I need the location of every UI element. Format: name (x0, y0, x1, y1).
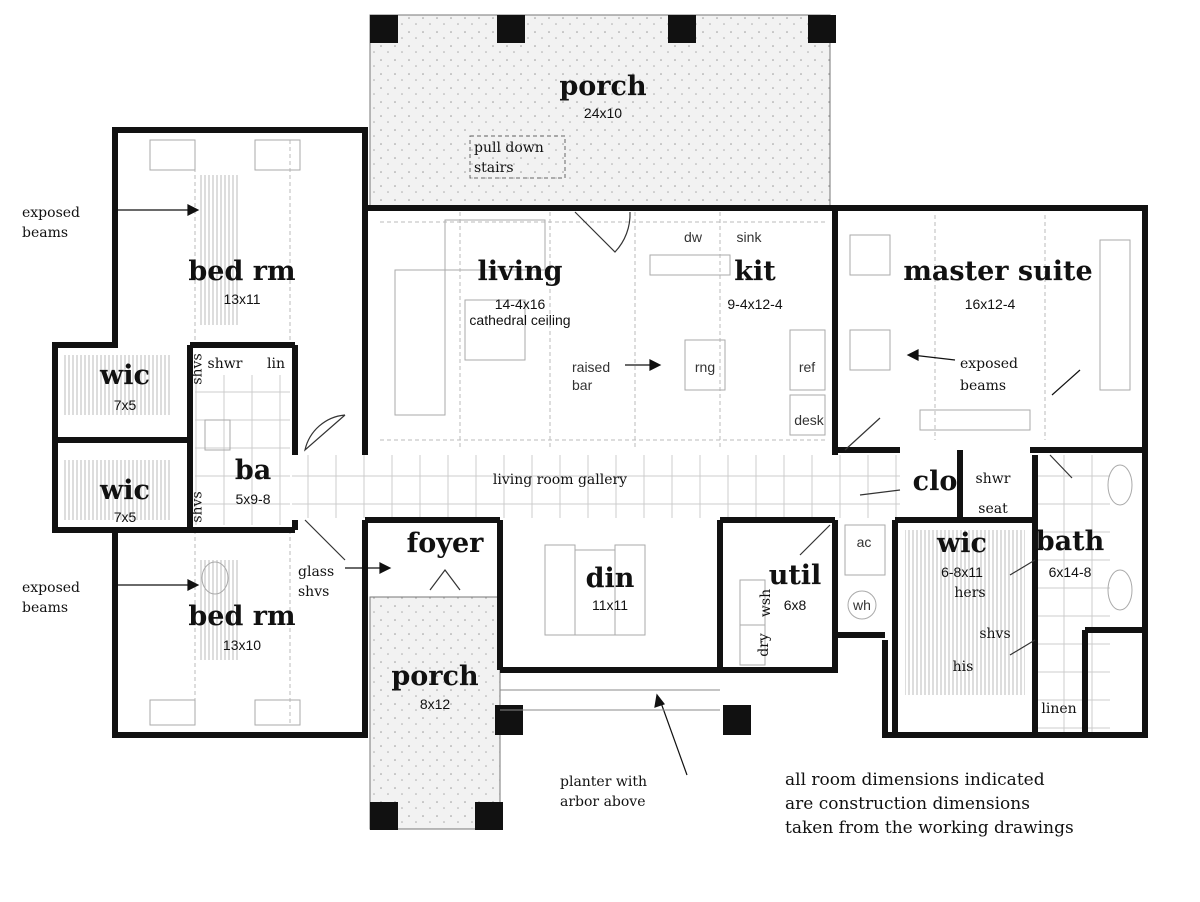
kitchen-label: kit (734, 256, 776, 287)
bed-room-top-dim: 13x11 (223, 291, 261, 307)
bath-label: bath (1035, 526, 1105, 557)
porch-bottom-label: porch (391, 661, 479, 692)
ba-linen-label: lin (267, 356, 285, 372)
bed-room-top-label: bed rm (188, 256, 296, 287)
pull-down-stairs-label: pull down stairs (474, 140, 544, 176)
dryer-label: dry (755, 633, 772, 657)
footnote-line: all room dimensions indicated (785, 770, 1045, 790)
living-note: cathedral ceiling (469, 312, 571, 328)
living-dim: 14-4x16 (494, 296, 546, 312)
dining-label: din (585, 563, 635, 594)
exposed-beams-label-bottom: exposed beams (22, 580, 81, 616)
bath-dim: 6x14-8 (1048, 564, 1092, 580)
refrigerator-label: ref (798, 359, 816, 375)
wic-top-shelves-label: shvs (189, 353, 206, 385)
range-label: rng (694, 359, 716, 375)
washer-label: wsh (758, 588, 775, 618)
utility-dim: 6x8 (783, 597, 807, 613)
porch-top (369, 14, 831, 209)
porch-top-label: porch (559, 71, 647, 102)
hers-label: hers (954, 585, 986, 601)
shower-seat-label: seat (978, 501, 1008, 517)
bath-floor (1035, 455, 1110, 735)
dimension-footnote: all room dimensions indicated are constr… (785, 768, 1074, 840)
porch-bottom (369, 596, 501, 830)
master-suite-label: master suite (903, 256, 1093, 287)
raised-bar-label: raised bar (572, 359, 611, 393)
dining-dim: 11x11 (591, 597, 629, 613)
bath-small-label: ba (234, 455, 272, 486)
wic-top-label: wic (100, 360, 150, 391)
sink-label: sink (736, 229, 762, 245)
footnote-line: taken from the working drawings (785, 818, 1074, 838)
foyer-label: foyer (406, 528, 484, 559)
kitchen-dim: 9-4x12-4 (727, 296, 783, 312)
walls (52, 127, 1148, 738)
master-exposed-beams-label: exposed beams (960, 356, 1019, 394)
dishwasher-label: dw (684, 229, 702, 245)
water-heater-label: wh (853, 597, 871, 613)
footnote-line: are construction dimensions (785, 794, 1030, 814)
planter-label: planter with arbor above (560, 774, 647, 810)
master-wic-shelves-label: shvs (979, 626, 1011, 642)
his-label: his (952, 659, 974, 675)
wic-bottom-shelves-label: shvs (189, 491, 206, 523)
desk-label: desk (794, 412, 824, 428)
linen-label: linen (1041, 701, 1077, 717)
master-wic-dim: 6-8x11 (941, 564, 983, 580)
pull-down-stairs-outline (469, 135, 566, 179)
bed-room-bottom-label: bed rm (188, 601, 296, 632)
exposed-beams-label-top: exposed beams (22, 205, 81, 241)
gallery-label: living room gallery (492, 472, 628, 488)
bath-small-dim: 5x9-8 (235, 491, 271, 507)
master-suite-dim: 16x12-4 (964, 296, 1016, 312)
wic-bottom-label: wic (100, 475, 150, 506)
master-shower-label: shwr (975, 471, 1011, 487)
wic-top-dim: 7x5 (113, 397, 137, 413)
ba-shower-label: shwr (207, 356, 243, 372)
glass-shelves-label: glass shvs (298, 564, 335, 600)
living-label: living (477, 256, 563, 287)
porch-bottom-dim: 8x12 (419, 696, 451, 712)
porch-top-dim: 24x10 (583, 105, 623, 121)
closet-label: clo (912, 466, 958, 497)
wic-bottom-dim: 7x5 (113, 509, 137, 525)
master-wic-label: wic (937, 528, 987, 559)
annotation-arrows (115, 204, 1081, 776)
ac-label: ac (856, 534, 872, 550)
gallery-floor (292, 455, 900, 518)
bed-room-bottom-dim: 13x10 (222, 637, 262, 653)
utility-label: util (768, 560, 822, 591)
